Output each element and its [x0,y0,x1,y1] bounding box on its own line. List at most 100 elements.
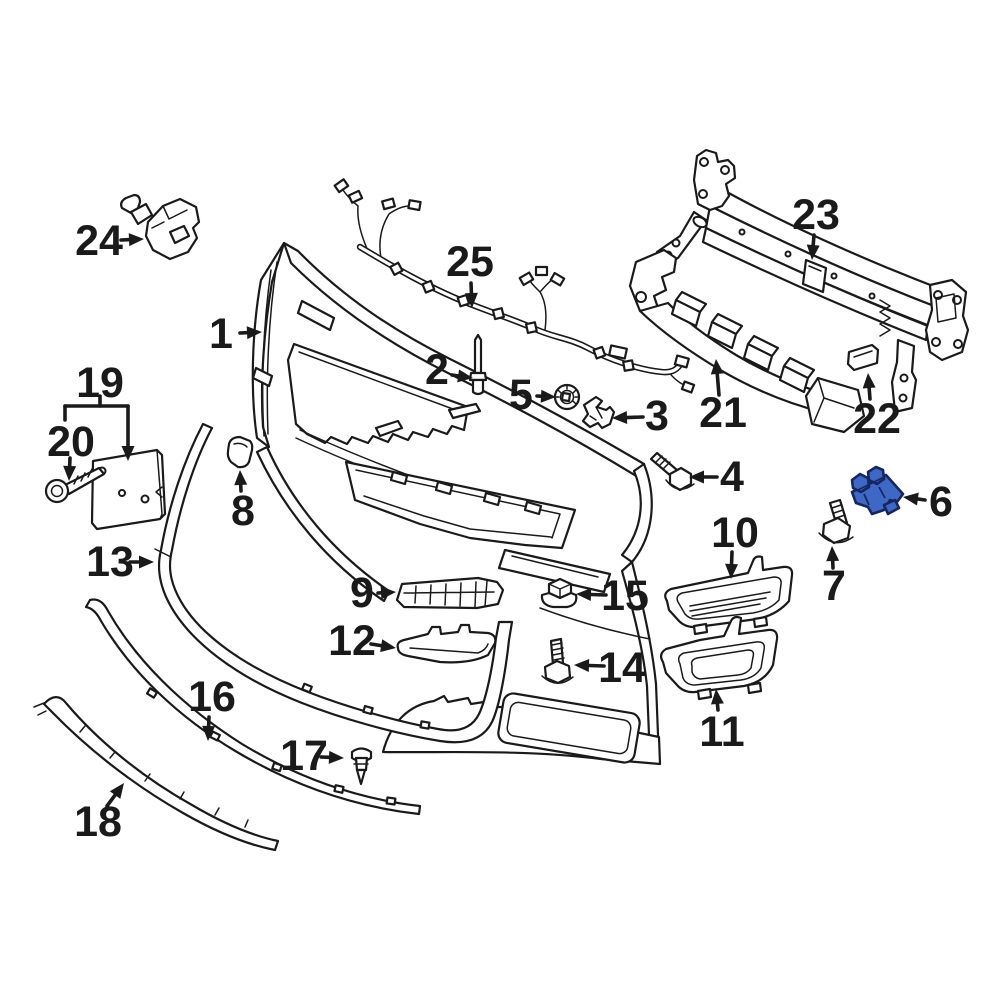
callout-7: 7 [822,546,846,610]
part-number-label: 6 [929,478,953,526]
callout-arrow-shaft [715,702,720,712]
callout-arrow-shaft [450,373,460,378]
callout-arrowhead-icon [202,725,216,741]
part-number-label: 15 [601,572,649,620]
callout-arrow-shaft [369,642,383,648]
part-22-pad [846,343,880,372]
callout-14: 14 [574,644,646,692]
part-number-label: 23 [792,191,840,239]
callout-23: 23 [792,191,840,260]
callout-arrow-shaft [811,233,816,247]
callout-arrow-shaft [587,663,606,668]
part-number-label: 20 [47,418,95,466]
callout-arrow-shaft [715,372,721,397]
callout-3: 3 [612,392,669,440]
callout-arrowhead-icon [725,563,739,579]
part-number-label: 1 [209,310,233,358]
part-25-wiring-harness [333,178,696,394]
part-number-label: 21 [699,389,747,437]
part-4-bolt [649,451,695,492]
part-number-label: 19 [76,359,124,407]
part-number-label: 12 [328,617,376,665]
callout-arrow-shaft [867,386,872,401]
callout-17: 17 [280,732,344,780]
callout-5: 5 [509,371,556,419]
callout-arrowhead-icon [128,233,144,247]
part-19-license-plate-bracket [90,448,167,531]
part-12-bezel-strip [396,623,497,664]
callout-arrowhead-icon [826,546,840,562]
part-24-sensor [120,193,201,261]
part-7-bolt [818,498,854,545]
part-number-label: 2 [425,346,449,394]
callout-20: 20 [47,418,95,481]
callout-21: 21 [699,359,747,437]
callout-arrow-shaft [916,497,927,502]
part-15-clip-nut [540,577,578,609]
callout-arrowhead-icon [109,783,124,799]
callout-2: 2 [425,346,473,394]
part-number-label: 17 [280,732,328,780]
callout-arrowhead-icon [806,244,820,260]
callout-arrowhead-icon [63,465,77,481]
part-number-label: 5 [509,371,533,419]
callout-arrowhead-icon [328,750,344,764]
part-number-label: 9 [350,569,374,617]
callout-arrowhead-icon [246,326,262,340]
callout-24: 24 [75,217,144,265]
part-20-screw [44,466,106,504]
callout-arrowhead-icon [903,492,919,506]
callout-arrowhead-icon [457,369,473,383]
part-number-label: 14 [598,644,646,692]
callout-11: 11 [699,689,745,756]
part-9-grille-insert [395,576,505,610]
callout-arrowhead-icon [574,659,590,672]
part-number-label: 13 [86,538,134,586]
callout-9: 9 [350,569,396,617]
callout-arrowhead-icon [710,689,724,705]
callout-arrowhead-icon [612,411,628,425]
part-number-label: 18 [74,798,122,846]
callout-18: 18 [74,783,124,846]
callout-22: 22 [853,373,901,443]
part-16-lower-trim-strip [84,598,422,816]
callout-6: 6 [903,478,953,526]
callout-arrowhead-icon [234,470,248,486]
part-11-lamp-bezel [659,615,779,701]
callout-4: 4 [689,453,744,501]
callout-arrowhead-icon [121,446,135,461]
part-number-label: 3 [645,392,669,440]
part-number-label: 16 [188,673,236,721]
part-number-label: 7 [822,562,846,610]
callout-13: 13 [86,538,154,586]
callout-arrowhead-icon [710,359,724,375]
part-13-lower-molding [154,422,514,744]
part-3-bracket [581,395,616,430]
callout-15: 15 [576,572,649,620]
part-10-lamp-bezel [664,555,794,636]
part-number-label: 10 [711,509,759,557]
callout-arrowhead-icon [380,586,396,600]
part-number-label: 25 [446,238,494,286]
part-14-bolt [541,637,574,685]
part-1-bumper-cover [251,241,662,766]
callout-arrowhead-icon [862,373,876,389]
callout-arrowhead-icon [576,588,592,601]
part-2-pin-screw [468,333,488,396]
callout-arrow-shaft [625,415,645,420]
callout-1: 1 [209,310,262,358]
part-number-label: 24 [75,217,123,265]
callout-10: 10 [711,509,759,579]
part-8-grommet [226,435,254,469]
part-number-label: 4 [720,453,744,501]
part-18-skid-trim [33,696,280,852]
callout-16: 16 [188,673,236,741]
part-number-label: 22 [853,395,901,443]
part-21-energy-absorber [628,248,866,434]
callout-arrow-shaft [105,793,117,808]
callout-12: 12 [328,617,396,665]
part-number-label: 8 [231,487,255,535]
